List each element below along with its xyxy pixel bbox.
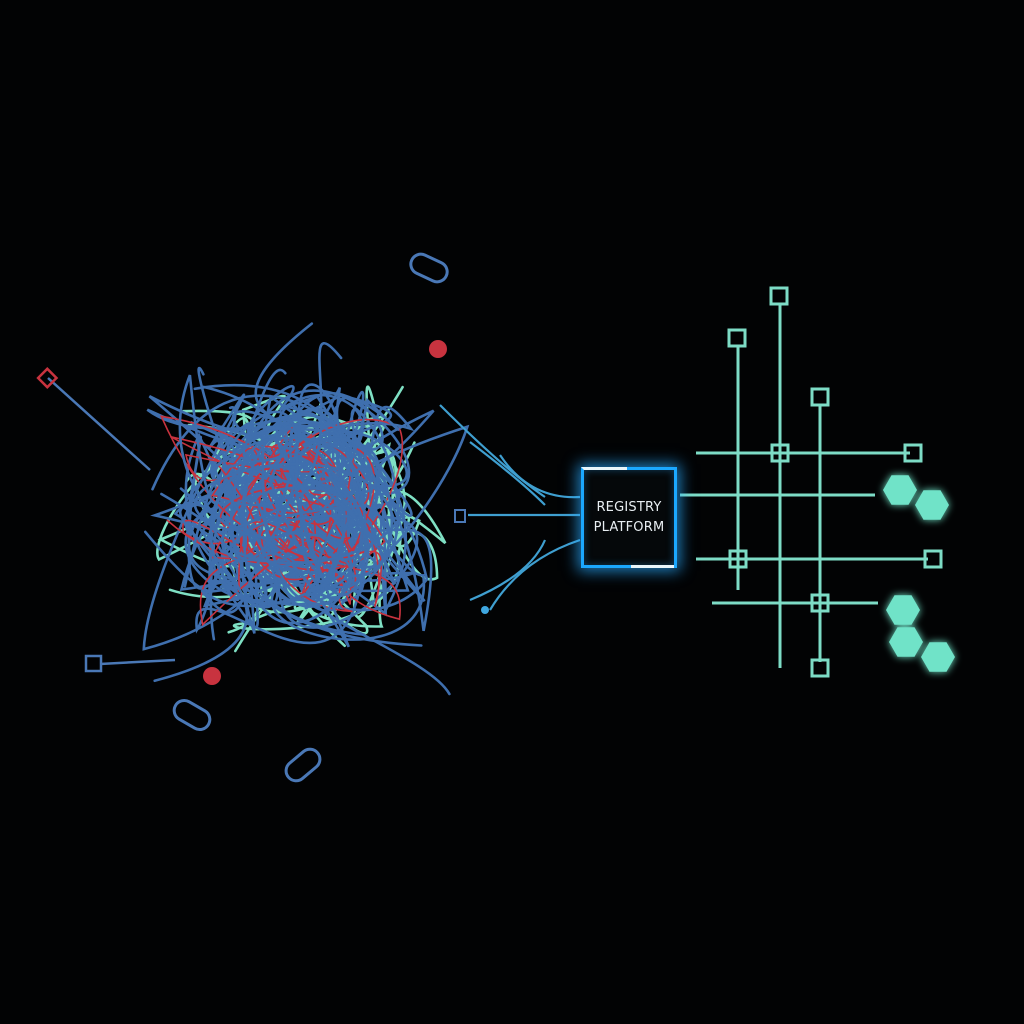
hexagon-icon [883, 475, 917, 505]
square-node-icon [770, 443, 790, 463]
red-dot-icon [429, 340, 447, 358]
registry-platform-label: REGISTRY PLATFORM [594, 498, 665, 538]
tangle-end-nodes [36, 252, 489, 783]
square-node-icon [903, 443, 923, 463]
structured-grid [680, 286, 943, 678]
square-node-icon [769, 286, 789, 306]
tangle-strand [178, 374, 400, 636]
node-wire [99, 658, 176, 666]
square-node-icon [727, 328, 747, 348]
square-node-icon [454, 509, 466, 523]
registry-platform-box[interactable]: REGISTRY PLATFORM [581, 467, 677, 568]
hub-label-line2: PLATFORM [593, 519, 665, 535]
hexagon-clusters [883, 475, 955, 672]
connector-line [469, 539, 547, 602]
capsule-node-icon [284, 747, 322, 783]
hexagon-icon [886, 595, 920, 625]
square-node-icon [810, 593, 830, 613]
tangle-strand [194, 410, 426, 609]
hexagon-icon [889, 627, 923, 657]
connector-line [499, 454, 581, 499]
red-dot-icon [203, 667, 221, 685]
hexagon-icon [915, 490, 949, 520]
square-node-icon [728, 549, 748, 569]
node-wire [47, 377, 151, 471]
capsule-node-icon [172, 699, 212, 731]
connector-line [439, 404, 546, 498]
hub-connectors [439, 404, 581, 611]
tangled-network [142, 322, 470, 696]
square-node-icon [84, 654, 103, 673]
connector-line [489, 538, 581, 611]
tangle-strand [153, 404, 391, 683]
blue-dot-icon [481, 606, 489, 614]
hexagon-icon [921, 642, 955, 672]
square-node-icon [810, 387, 830, 407]
square-node-icon [810, 658, 830, 678]
capsule-node-icon [409, 252, 449, 284]
diamond-node-icon [36, 367, 59, 389]
hub-label-line1: REGISTRY [596, 499, 662, 515]
square-node-icon [923, 549, 943, 569]
connector-line [469, 441, 546, 506]
